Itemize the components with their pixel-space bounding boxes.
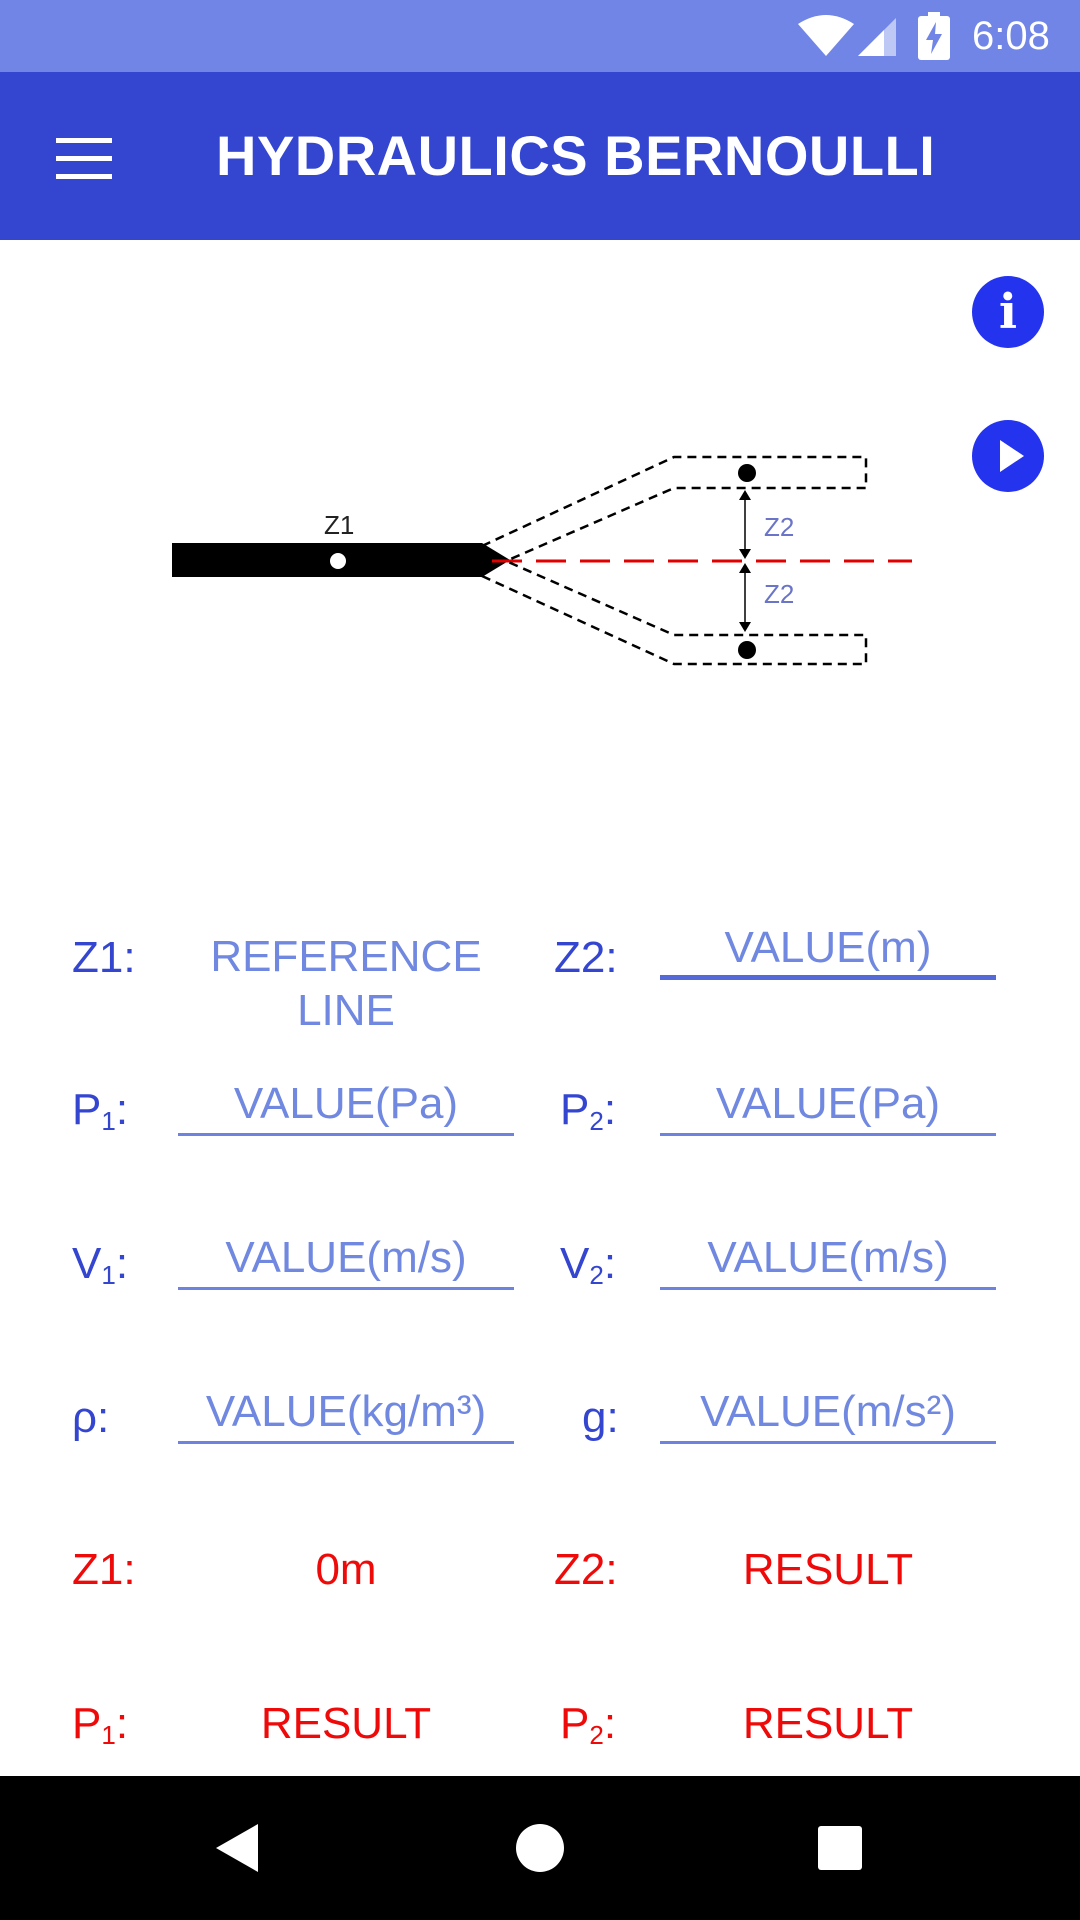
diagram-shapes bbox=[172, 455, 912, 666]
z2-label: Z2: bbox=[554, 933, 618, 982]
result-z1-label: Z1: bbox=[72, 1545, 136, 1594]
home-icon[interactable] bbox=[492, 1800, 588, 1896]
v2-label: V2: bbox=[560, 1239, 617, 1290]
result-p1-value: RESULT bbox=[260, 1699, 432, 1748]
info-button[interactable]: i bbox=[972, 276, 1044, 348]
result-p2-label: P2: bbox=[560, 1699, 617, 1750]
p2-input[interactable]: VALUE(Pa) bbox=[660, 1076, 996, 1136]
wifi-icon bbox=[798, 15, 854, 56]
status-bar: 6:08 bbox=[0, 0, 1080, 72]
z1-label: Z1: bbox=[72, 933, 136, 982]
v2-input[interactable]: VALUE(m/s) bbox=[660, 1230, 996, 1290]
p1-label: P1: bbox=[72, 1085, 129, 1136]
app-bar: HYDRAULICS BERNOULLI bbox=[0, 72, 1080, 240]
rho-label: ρ: bbox=[72, 1393, 110, 1442]
g-input[interactable]: VALUE(m/s²) bbox=[660, 1384, 996, 1444]
result-z1-value: 0m bbox=[315, 1545, 377, 1594]
diagram-z2-bottom-label: Z2 bbox=[764, 579, 794, 609]
clock: 6:08 bbox=[972, 14, 1050, 58]
g-label: g: bbox=[582, 1393, 619, 1442]
result-p2-value: RESULT bbox=[742, 1699, 914, 1748]
info-icon: i bbox=[998, 284, 1018, 340]
diagram-z1-label: Z1 bbox=[324, 510, 354, 540]
play-button[interactable] bbox=[972, 420, 1044, 492]
result-z2-value: RESULT bbox=[742, 1545, 914, 1594]
v1-label: V1: bbox=[72, 1239, 129, 1290]
navigation-bar bbox=[0, 1776, 1080, 1920]
battery-charging-icon bbox=[918, 12, 950, 60]
z1-reference-line-value: REFERENCE LINE bbox=[210, 932, 482, 1035]
result-z2-label: Z2: bbox=[554, 1545, 618, 1594]
back-icon[interactable] bbox=[192, 1800, 288, 1896]
p2-label: P2: bbox=[560, 1085, 617, 1136]
diagram-z2-top-label: Z2 bbox=[764, 512, 794, 542]
recents-icon[interactable] bbox=[792, 1800, 888, 1896]
hamburger-menu-icon[interactable] bbox=[40, 114, 128, 202]
v1-input[interactable]: VALUE(m/s) bbox=[178, 1230, 514, 1290]
p1-input[interactable]: VALUE(Pa) bbox=[178, 1076, 514, 1136]
cell-signal-icon bbox=[858, 18, 896, 56]
app-title: HYDRAULICS BERNOULLI bbox=[216, 124, 936, 187]
play-icon bbox=[1000, 440, 1024, 472]
bernoulli-pipe-diagram: Z1 Z2 Z2 bbox=[172, 455, 912, 666]
rho-input[interactable]: VALUE(kg/m³) bbox=[178, 1384, 514, 1444]
z2-input[interactable]: VALUE(m) bbox=[660, 920, 996, 980]
result-p1-label: P1: bbox=[72, 1699, 129, 1750]
